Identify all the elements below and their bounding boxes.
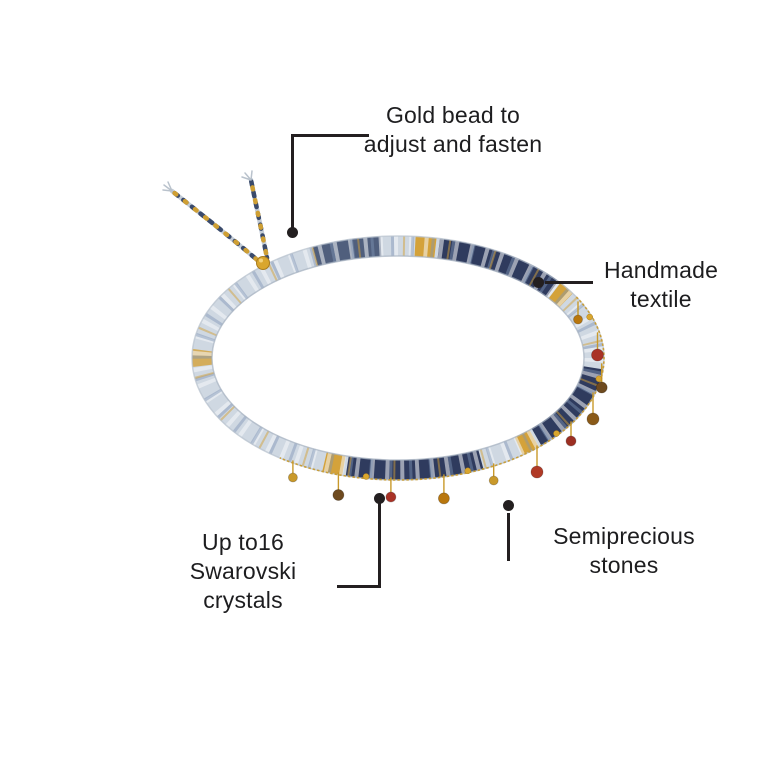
callout-dot-semiprecious [503, 500, 514, 511]
callout-line-semiprecious [507, 513, 510, 561]
tie-strand-left [162, 181, 266, 268]
annotation-handmade-textile-line1: Handmade [603, 257, 719, 283]
annotation-handmade-textile-line2: textile [630, 286, 692, 312]
gold-bead [256, 256, 270, 270]
annotation-semiprecious-line1: Semiprecious [553, 523, 695, 549]
callout-line-gold-bead-horizontal [291, 134, 369, 137]
annotation-semiprecious-line2: stones [589, 552, 659, 578]
annotation-gold-bead-line1: Gold bead to [385, 102, 521, 128]
callout-dot-handmade-textile [533, 277, 544, 288]
annotation-swarovski: Up to16 Swarovski crystals [153, 528, 333, 615]
annotation-gold-bead-line2: adjust and fasten [363, 131, 543, 157]
annotation-swarovski-line3: crystals [203, 587, 283, 613]
callout-line-gold-bead-vertical [291, 134, 294, 230]
annotation-swarovski-line1: Up to16 [202, 529, 284, 555]
bead-dangles [287, 301, 608, 505]
callout-line-swarovski-vertical [378, 503, 381, 588]
callout-dot-swarovski [374, 493, 385, 504]
annotation-semiprecious: Semiprecious stones [538, 522, 710, 580]
callout-line-handmade-textile [545, 281, 593, 284]
annotation-handmade-textile: Handmade textile [596, 256, 726, 314]
bracelet-band [191, 235, 605, 481]
callout-dot-gold-bead [287, 227, 298, 238]
tie-strand-right [241, 170, 270, 261]
annotation-swarovski-line2: Swarovski [189, 558, 297, 584]
callout-line-swarovski-horizontal [337, 585, 381, 588]
annotation-gold-bead: Gold bead to adjust and fasten [353, 101, 553, 159]
